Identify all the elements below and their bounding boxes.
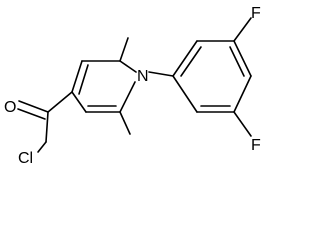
bond-n-aryl: [148, 71, 174, 77]
bond-c4-c5-double: [78, 64, 89, 95]
bond-ar1-ar2: [172, 40, 198, 77]
bond-carbonyl-o: [18, 100, 49, 113]
bond-methyl-top: [119, 37, 129, 62]
atom-nitrogen: N: [137, 68, 149, 85]
atom-oxygen: O: [4, 99, 16, 116]
bond-carbonyl-ch2: [45, 111, 49, 143]
bond-n-c2: [119, 81, 136, 113]
atom-fluorine-bottom: F: [251, 137, 261, 154]
bond-ar3-f: [233, 17, 252, 42]
bond-c3-carbonyl: [47, 91, 73, 113]
bond-ar6-ar1: [172, 75, 198, 113]
atom-chlorine: Cl: [18, 150, 33, 167]
bond-ar5-f: [233, 111, 252, 137]
bond-c4-c5: [71, 60, 83, 93]
bond-ar3-ar4: [233, 40, 252, 77]
bond-ar1-ar2-double: [180, 46, 202, 77]
atom-fluorine-top: F: [251, 5, 261, 22]
molecule-structure: O N Cl F F: [4, 5, 261, 167]
bond-methyl-bottom: [119, 111, 131, 135]
bond-ar3-ar4-double: [229, 46, 245, 77]
bond-c3-c4: [71, 91, 87, 113]
bond-ch2-cl: [37, 141, 47, 153]
bond-c1-n: [119, 60, 137, 73]
bond-carbonyl-o-double: [17, 108, 46, 120]
bond-ar4-ar5: [233, 75, 252, 113]
